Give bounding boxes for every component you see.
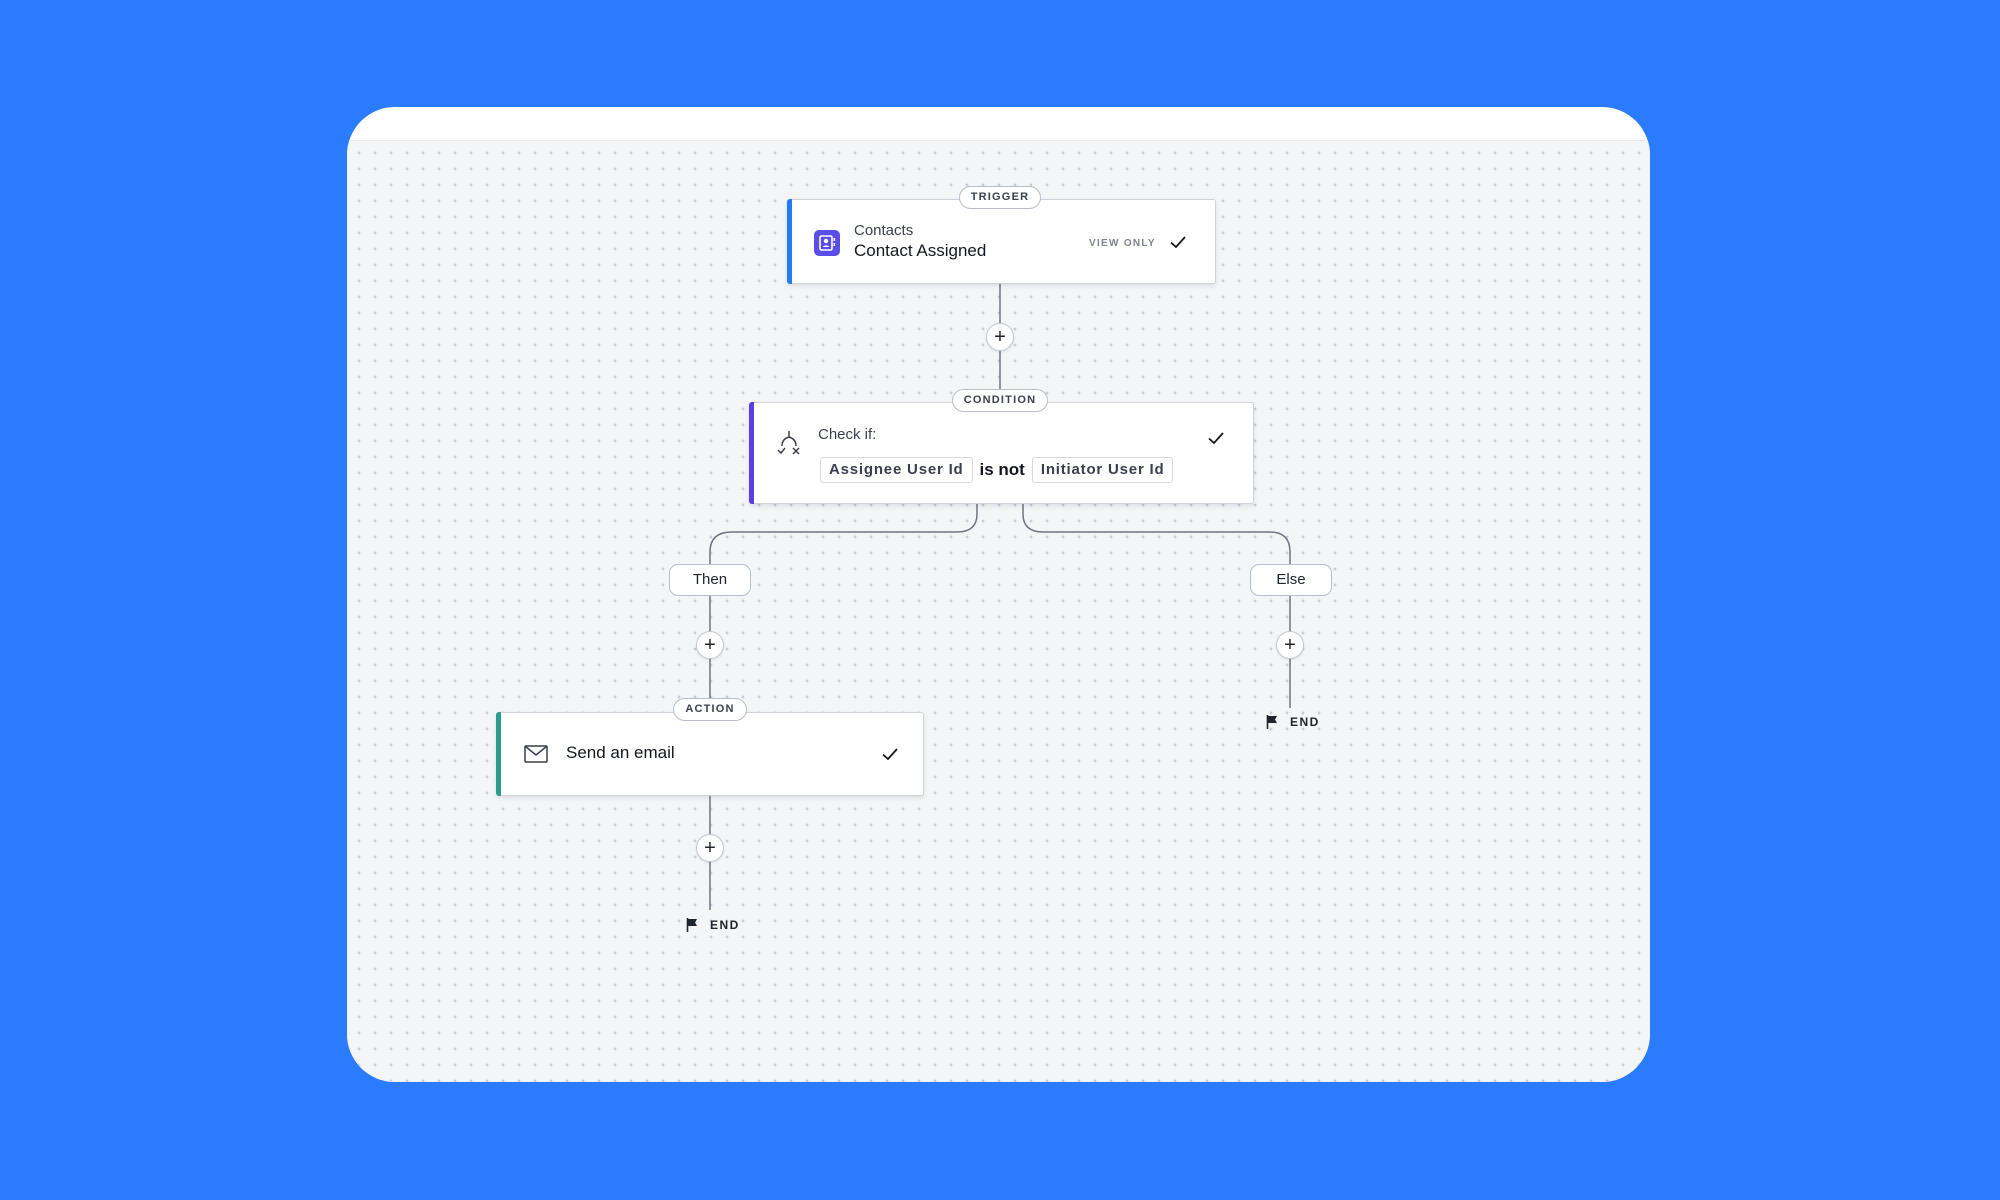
else-end-label: END	[1290, 715, 1320, 729]
flag-icon	[686, 918, 697, 932]
else-end-marker: END	[1266, 715, 1320, 729]
view-only-label: VIEW ONLY	[1089, 238, 1156, 249]
trigger-card[interactable]: Contacts Contact Assigned VIEW ONLY	[787, 199, 1216, 284]
then-branch-label[interactable]: Then	[669, 564, 751, 596]
action-checkmark-icon	[882, 748, 898, 761]
trigger-checkmark-icon	[1170, 236, 1186, 249]
condition-heading: Check if:	[818, 426, 877, 443]
operator-label: is not	[979, 460, 1025, 479]
action-title: Send an email	[566, 743, 675, 762]
trigger-app-name: Contacts	[854, 222, 914, 239]
add-step-button-after-trigger[interactable]: +	[986, 323, 1014, 351]
contacts-icon	[814, 230, 840, 256]
flag-icon	[1266, 715, 1277, 729]
split-branch-icon	[777, 431, 800, 455]
then-end-label: END	[710, 918, 740, 932]
action-badge: ACTION	[673, 698, 747, 721]
add-step-button-after-action[interactable]: +	[696, 834, 724, 862]
right-operand-chip[interactable]: Initiator User Id	[1031, 457, 1174, 483]
condition-checkmark-icon	[1208, 432, 1224, 445]
trigger-accent-bar	[787, 199, 792, 284]
envelope-icon	[524, 745, 548, 763]
trigger-title: Contact Assigned	[854, 241, 987, 260]
trigger-badge: TRIGGER	[959, 186, 1041, 209]
workflow-canvas	[347, 140, 1650, 1082]
add-step-button-else[interactable]: +	[1276, 631, 1304, 659]
left-operand-chip[interactable]: Assignee User Id	[820, 457, 973, 483]
condition-card[interactable]: Check if: Assignee User Id is not Initia…	[749, 402, 1254, 504]
then-end-marker: END	[686, 918, 740, 932]
action-card[interactable]: Send an email	[496, 712, 924, 796]
action-accent-bar	[496, 712, 501, 796]
condition-accent-bar	[749, 402, 754, 504]
condition-expression: Assignee User Id is not Initiator User I…	[820, 457, 1174, 483]
condition-badge: CONDITION	[952, 389, 1048, 412]
add-step-button-then[interactable]: +	[696, 631, 724, 659]
else-branch-label[interactable]: Else	[1250, 564, 1332, 596]
